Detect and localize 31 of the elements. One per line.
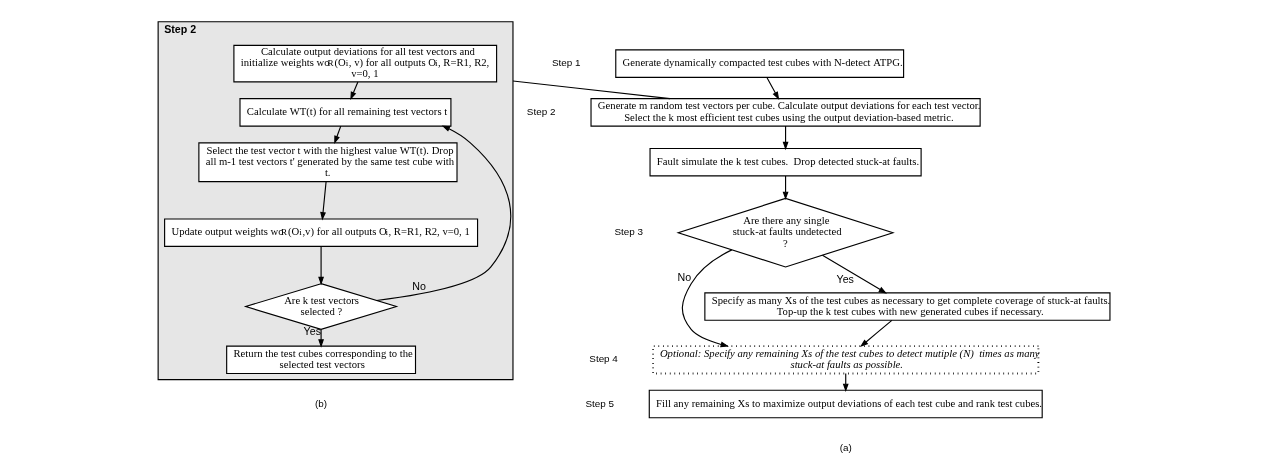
connector — [512, 80, 671, 100]
arrow — [376, 125, 512, 302]
label: Step 2 — [526, 105, 556, 117]
arrow — [859, 319, 893, 348]
arrow — [681, 249, 733, 348]
arrow — [350, 81, 359, 100]
node-box: Fault simulate the k test cubes. Drop detected stuck-at faults. — [649, 147, 922, 177]
label: Step 4 — [589, 353, 618, 365]
node-box: Select the test vector t with the highest value WT(t). Drop all m-1 test vectors t' generated by the same test cube with t. — [198, 142, 458, 183]
arrow — [334, 125, 342, 145]
node-box: Calculate WT(t) for all remaining test vectors t — [239, 98, 452, 127]
label: Step 5 — [585, 397, 615, 409]
node-box: Optional: Specify any remaining Xs of the test cubes to detect mutiple (N) times as many stuck-at faults as possible. — [652, 345, 1040, 375]
arrow — [320, 181, 327, 221]
arrow — [766, 76, 780, 101]
label: (a) — [839, 441, 852, 453]
arrow — [318, 329, 325, 348]
node-box: Generate m random test vectors per cube. Calculate output deviations for each test vector. Select the k most efficient test cubes using the output deviation-based metric. — [590, 98, 981, 127]
node-box: Generate dynamically compacted test cubes with N-detect ATPG. — [615, 49, 905, 78]
arrow — [821, 254, 887, 294]
edge-label: No — [677, 270, 692, 283]
node-box: Calculate output deviations for all test vectors and initialize weights woR(Oi, v) for all outputs Oi, R=R1, R2, v=0, 1 — [233, 44, 498, 83]
node-box: Return the test cubes corresponding to the selected test vectors — [226, 345, 417, 375]
label: Step 1 — [552, 57, 581, 69]
node-box: Fill any remaining Xs to maximize output deviations of each test cube and rank test cubes. — [648, 389, 1043, 419]
edge-label: Yes — [836, 272, 854, 285]
arrow — [318, 246, 325, 286]
edge-label: No — [412, 279, 426, 292]
node-diamond: Are there any single stuck-at faults undetected ? — [676, 197, 895, 268]
label: (b) — [315, 397, 328, 409]
label: Step 3 — [614, 226, 643, 238]
